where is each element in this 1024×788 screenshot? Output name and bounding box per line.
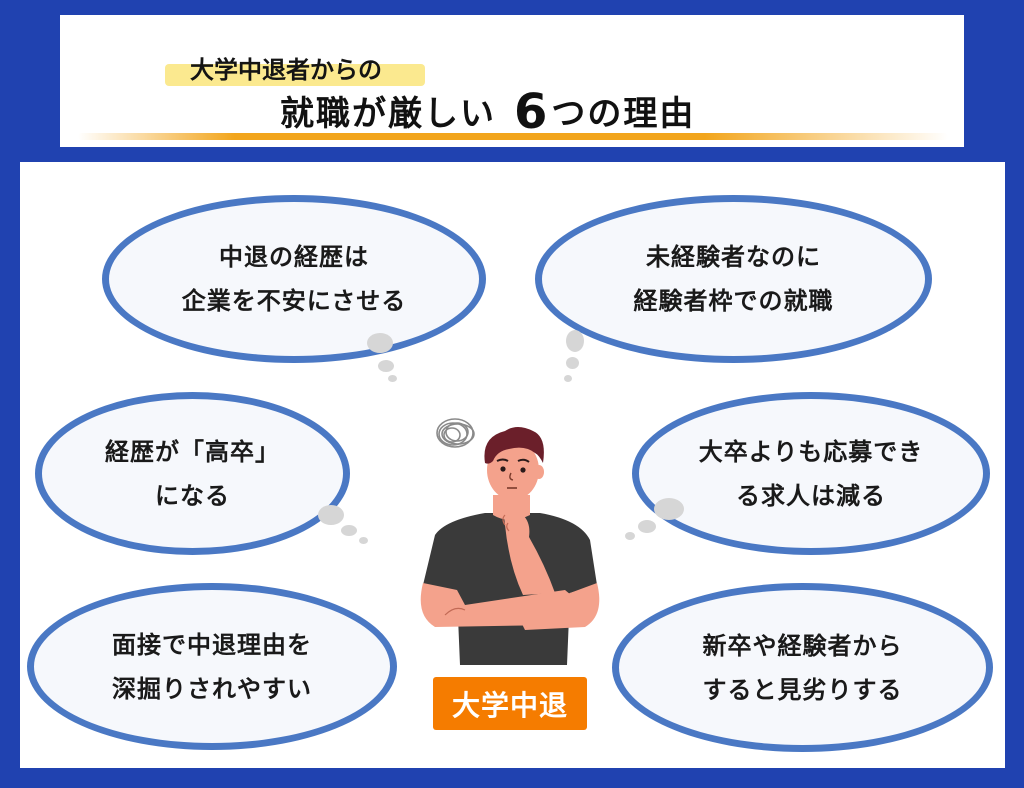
- reason-line: 深掘りされやすい: [112, 674, 312, 703]
- reason-bubble-6: 新卒や経験者から すると見劣りする: [612, 583, 993, 752]
- thought-dot: [564, 375, 572, 382]
- subtitle: 大学中退者からの: [165, 50, 425, 90]
- thought-dot: [638, 520, 656, 533]
- thought-dot: [625, 532, 635, 540]
- reason-bubble-3: 経歴が「高卒」 になる: [35, 392, 350, 555]
- reason-line: 面接で中退理由を: [112, 630, 312, 659]
- thought-dot: [566, 330, 584, 352]
- thought-dot: [654, 498, 684, 520]
- reason-line: 未経験者なのに: [646, 243, 821, 271]
- thought-dot: [378, 360, 394, 372]
- subtitle-text: 大学中退者からの: [190, 56, 382, 84]
- reason-line: る求人は減る: [736, 481, 886, 510]
- title-underline: [78, 133, 948, 140]
- reason-line: 大卒よりも応募でき: [698, 437, 924, 466]
- title-number: 6: [514, 84, 550, 140]
- thought-dot: [318, 505, 344, 525]
- reason-line: になる: [155, 481, 230, 510]
- reason-line: 経験者枠での就職: [633, 287, 834, 315]
- reason-bubble-2: 未経験者なのに 経験者枠での就職: [535, 195, 932, 363]
- thought-dot: [341, 525, 357, 536]
- thought-dot: [566, 357, 579, 369]
- reason-line: 経歴が「高卒」: [105, 437, 280, 466]
- reason-line: すると見劣りする: [702, 675, 903, 704]
- reason-line: 中退の経歴は: [219, 243, 369, 271]
- thought-dot: [388, 375, 397, 382]
- center-label-badge: 大学中退: [433, 677, 587, 730]
- thought-dot: [359, 537, 368, 544]
- thought-dot: [367, 333, 393, 353]
- subtitle-highlight: [165, 64, 425, 86]
- title-prefix: 就職が厳しい: [280, 94, 496, 134]
- title-box: 大学中退者からの 就職が厳しい 6つの理由: [60, 15, 964, 147]
- thinking-man-icon: [405, 415, 615, 675]
- title-suffix: つの理由: [551, 94, 696, 134]
- reason-bubble-4: 大卒よりも応募でき る求人は減る: [632, 392, 990, 555]
- page-title: 就職が厳しい 6つの理由: [280, 87, 695, 139]
- reason-line: 新卒や経験者から: [702, 631, 903, 660]
- reason-bubble-5: 面接で中退理由を 深掘りされやすい: [27, 583, 397, 750]
- reason-line: 企業を不安にさせる: [181, 287, 407, 315]
- scribble-icon: [436, 418, 475, 448]
- reason-bubble-1: 中退の経歴は 企業を不安にさせる: [102, 195, 486, 363]
